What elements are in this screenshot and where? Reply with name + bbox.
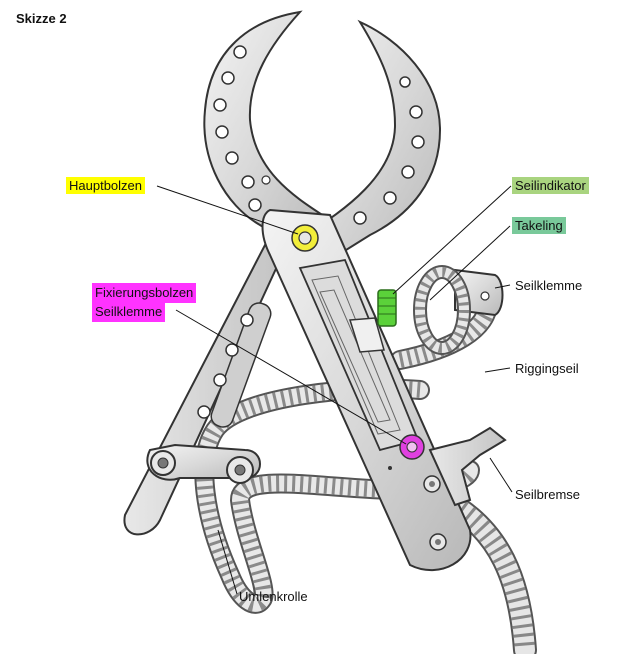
leader-lines (156, 185, 513, 595)
main-body-plate (261, 208, 472, 571)
pulley-link (146, 443, 261, 484)
clamp-fixing-bolt (399, 434, 425, 460)
label-hauptbolzen: Hauptbolzen (66, 177, 145, 194)
left-jaw (203, 10, 332, 252)
leader-riggingseil (484, 367, 511, 373)
leader-umlenkrolle (217, 529, 238, 595)
leader-seilklemme (494, 284, 511, 289)
rope-hanging-end (433, 488, 537, 654)
leader-seilbremse (489, 457, 513, 493)
label-fixierungsbolzen-line2: Seilklemme (92, 302, 166, 322)
label-takeling: Takeling (512, 217, 566, 234)
label-seilklemme: Seilklemme (515, 278, 583, 293)
leader-seilindikator (392, 185, 512, 295)
main-bolt (291, 224, 319, 252)
label-umlenkrolle: Umlenkrolle (239, 589, 308, 604)
leader-fixierungsbolzen (175, 309, 407, 445)
right-jaw (303, 19, 442, 262)
label-riggingseil: Riggingseil (515, 361, 579, 376)
label-seilbremse: Seilbremse (515, 487, 581, 502)
label-fixierungsbolzen-line1: Fixierungsbolzen (92, 283, 197, 303)
leader-hauptbolzen (156, 185, 299, 235)
rope-clamp-shackle (413, 265, 504, 355)
leader-takeling (429, 225, 511, 301)
label-seilindikator: Seilindikator (512, 177, 589, 194)
page-title: Skizze 2 (16, 11, 67, 26)
rope-indicator (377, 289, 397, 327)
rope-brake-lever (428, 426, 507, 507)
